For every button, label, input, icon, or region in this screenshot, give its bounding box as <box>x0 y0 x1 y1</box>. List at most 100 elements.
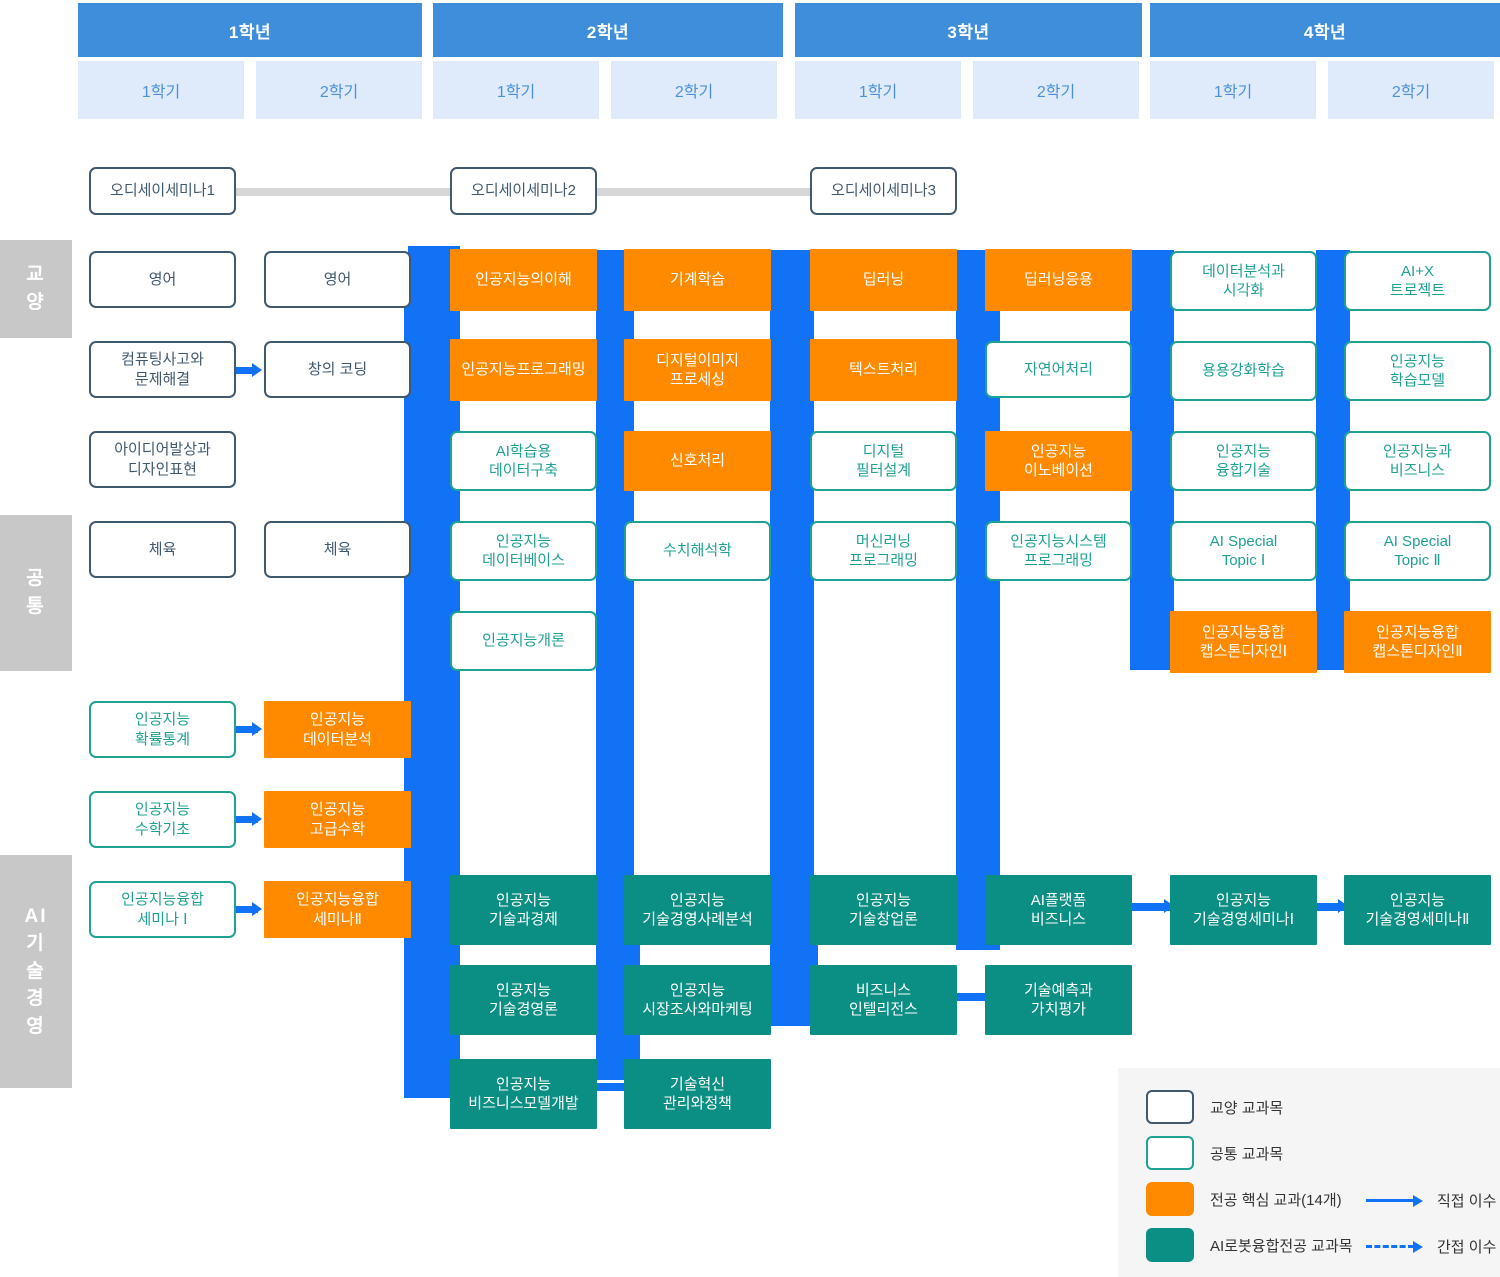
trunk-y1s2-to-y2 <box>404 298 460 1098</box>
course-box[interactable]: 창의 코딩 <box>264 341 411 398</box>
link-startup-to-platform <box>956 903 1004 911</box>
legend-arrow-label-dashed: 간접 이수 <box>1437 1239 1497 1256</box>
legend-row-gyoyang: 교양 교과목 <box>1146 1090 1283 1124</box>
category-label-char: 기 <box>26 933 46 955</box>
course-box[interactable]: 딥러닝응용 <box>985 249 1132 311</box>
course-box[interactable]: 인공지능의이해 <box>450 249 597 311</box>
link-mathbase-to-advmath <box>236 816 258 823</box>
link-text-to-nlp <box>956 363 1004 371</box>
course-label: 기계학습 <box>669 271 726 289</box>
course-label: 텍스트처리 <box>848 361 918 379</box>
course-box[interactable]: 자연어처리 <box>985 341 1132 398</box>
course-label: 딥러닝응용 <box>1023 271 1093 289</box>
semester-header-4-2: 2학기 <box>1328 61 1494 119</box>
course-box[interactable]: 딥러닝 <box>810 249 957 311</box>
legend-label-airobot: AI로봇융합전공 교과목 <box>1210 1237 1353 1255</box>
course-label: 자연어처리 <box>1023 360 1093 378</box>
course-box[interactable]: 신호처리 <box>624 431 771 491</box>
course-box[interactable]: 인공지능개론 <box>450 611 597 671</box>
course-box[interactable]: 기계학습 <box>624 249 771 311</box>
course-box[interactable]: 체육 <box>264 521 411 578</box>
course-label: 신호처리 <box>669 452 726 470</box>
course-box[interactable]: 텍스트처리 <box>810 339 957 401</box>
seminar-box-1[interactable]: 오디세이세미나1 <box>89 167 236 215</box>
course-box[interactable]: 인공지능프로그래밍 <box>450 339 597 401</box>
link-innov-to-fusion <box>1130 453 1178 461</box>
course-box[interactable]: 수치해석학 <box>624 521 771 581</box>
legend-arrow-row-dashed: 간접 이수 <box>1366 1236 1496 1257</box>
link-dl-to-dlapp <box>956 272 1004 280</box>
arrowhead-motsem2 <box>1338 899 1348 913</box>
course-label: 수치해석학 <box>662 542 732 560</box>
link-aiprog-to-dip <box>596 363 640 371</box>
link-dlapp-to-dataviz <box>1130 272 1178 280</box>
seminar-box-3[interactable]: 오디세이세미나3 <box>810 167 957 215</box>
seminar-box-2[interactable]: 오디세이세미나2 <box>450 167 597 215</box>
course-label: 인공지능프로그래밍 <box>461 361 586 379</box>
course-box[interactable]: 용용강화학습 <box>1170 341 1317 401</box>
course-label: 인공지능개론 <box>482 632 565 650</box>
category-label-char: 술 <box>26 960 46 982</box>
link-mlprog-to-sysprog <box>956 543 1004 551</box>
legend-label-major: 전공 핵심 교과(14개) <box>1210 1191 1342 1209</box>
course-box[interactable]: 영어 <box>264 251 411 308</box>
course-box[interactable]: 영어 <box>89 251 236 308</box>
course-box[interactable]: 체육 <box>89 521 236 578</box>
link-db-to-numeric <box>596 543 642 551</box>
legend-arrow-line-solid <box>1366 1199 1414 1202</box>
category-label-char: 영 <box>26 1015 46 1037</box>
course-label: 체육 <box>323 540 352 558</box>
